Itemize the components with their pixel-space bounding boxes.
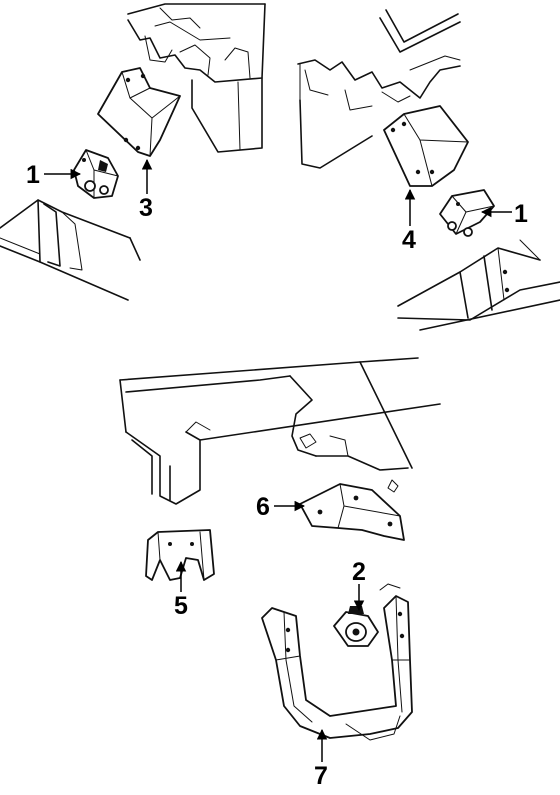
callout-label: 4 xyxy=(402,226,416,254)
callout-5: 5 xyxy=(174,560,188,620)
callout-4: 4 xyxy=(402,188,416,254)
callout-2: 2 xyxy=(352,558,366,612)
transmission-mount-support xyxy=(145,529,215,581)
transmission-crossmember xyxy=(261,583,413,741)
callout-label: 6 xyxy=(256,493,270,521)
callout-label: 1 xyxy=(26,161,40,189)
engine-mount-insulator-right xyxy=(439,189,495,237)
callout-label: 2 xyxy=(352,558,366,586)
transmission-mount-bracket xyxy=(299,483,405,541)
engine-block-right xyxy=(297,9,461,169)
transmission-mount-insulator xyxy=(333,606,379,647)
engine-mount-bracket-right xyxy=(383,105,469,187)
callout-label: 1 xyxy=(514,200,528,228)
frame-rail-left xyxy=(0,199,141,301)
engine-block-left xyxy=(127,3,266,153)
engine-mount-bracket-left xyxy=(97,67,181,157)
callout-label: 3 xyxy=(139,194,153,222)
callout-7: 7 xyxy=(314,728,328,790)
callout-label: 5 xyxy=(174,592,188,620)
callout-1-left: 1 xyxy=(26,161,82,189)
callout-3: 3 xyxy=(139,158,153,222)
engine-mount-insulator-left xyxy=(73,149,119,199)
callout-6: 6 xyxy=(256,493,306,521)
callout-label: 7 xyxy=(314,762,328,790)
callout-1-right: 1 xyxy=(480,200,528,228)
frame-rail-lower xyxy=(119,357,441,505)
frame-rail-right xyxy=(397,239,560,331)
